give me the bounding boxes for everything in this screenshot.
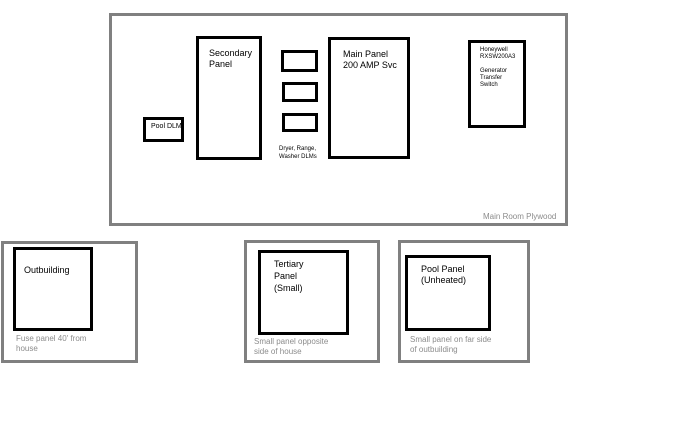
outbuilding-label: Outbuilding	[24, 265, 70, 275]
secondary-panel-box	[196, 36, 262, 160]
main-panel-box	[328, 37, 410, 159]
tertiary-label: Tertiary Panel (Small)	[274, 259, 304, 293]
outbuilding-panel-box	[13, 247, 93, 331]
secondary-panel-label: Secondary Panel	[209, 48, 253, 69]
transfer-switch-label: Honeywell RXSW200A3 Generator Transfer S…	[480, 47, 516, 88]
pool-dlm-label: Pool DLM	[151, 123, 182, 130]
main-room-caption: Main Room Plywood	[483, 212, 557, 221]
dlm-caption: Dryer, Range, Washer DLMs	[279, 146, 317, 160]
pool-panel-label: Pool Panel (Unheated)	[421, 264, 467, 285]
dlm-box-washer	[282, 113, 318, 132]
main-panel-label: Main Panel 200 AMP Svc	[343, 49, 397, 70]
tertiary-caption: Small panel opposite side of house	[254, 337, 329, 356]
pool-caption: Small panel on far side of outbuilding	[410, 335, 492, 354]
dlm-box-dryer	[281, 50, 318, 72]
dlm-box-range	[282, 82, 318, 102]
tertiary-panel-box	[258, 250, 349, 335]
outbuilding-caption: Fuse panel 40' from house	[16, 334, 87, 353]
transfer-switch-box	[468, 40, 526, 128]
pool-panel-box	[405, 255, 491, 331]
pool-dlm-box	[143, 117, 184, 142]
